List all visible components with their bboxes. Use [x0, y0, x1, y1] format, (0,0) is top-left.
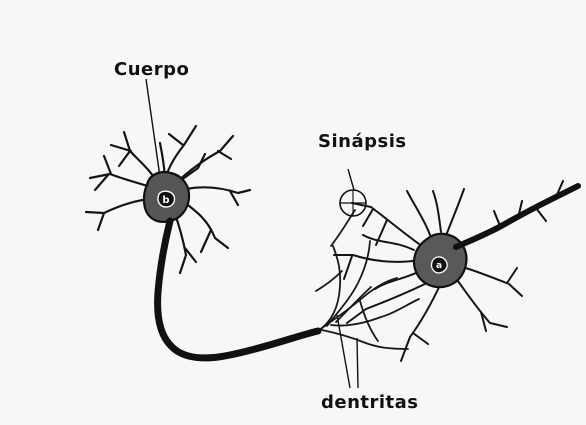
left-nucleus-letter: b: [162, 195, 169, 206]
right-nucleus-letter: a: [436, 261, 442, 271]
dentritas-label: dentritas: [321, 394, 419, 412]
dentritas-leader-line-2: [357, 338, 358, 388]
cuerpo-label: Cuerpo: [114, 61, 189, 79]
sinapsis-label: Sinápsis: [318, 133, 407, 151]
